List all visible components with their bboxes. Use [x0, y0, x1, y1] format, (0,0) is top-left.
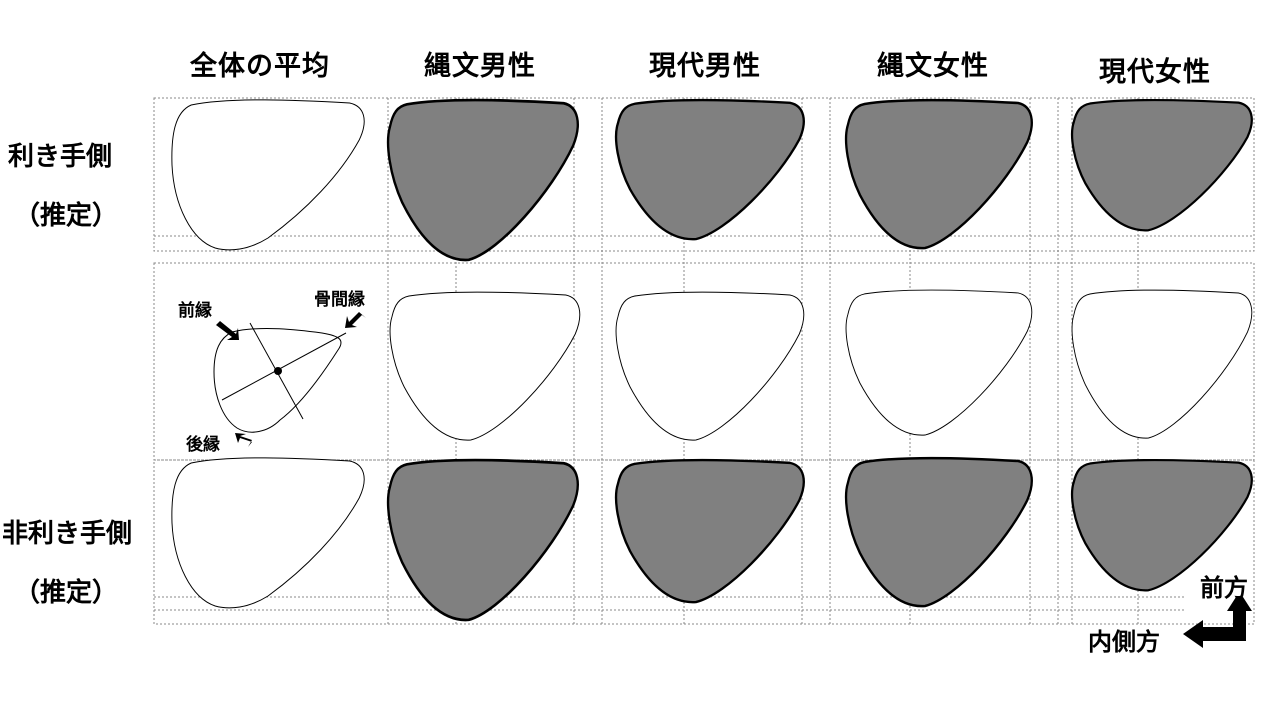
posterior-margin-arrow — [235, 433, 252, 447]
orientation-arrow — [1183, 597, 1252, 648]
shape-overall-average-dominant — [171, 99, 365, 251]
posterior-margin-label: 後縁 — [186, 435, 220, 455]
measurement-schematic — [213, 312, 366, 447]
outline-jomon-female — [845, 289, 1033, 436]
shape-modern-male-nondominant — [614, 458, 805, 604]
column-header-modern-male: 現代男性 — [649, 51, 761, 82]
outline-jomon-male — [389, 291, 581, 441]
interosseous-margin-label: 骨間縁 — [314, 290, 365, 310]
interosseous-margin-arrow — [345, 312, 366, 328]
row-label-dominant-estimated: （推定） — [14, 201, 119, 231]
anterior-margin-label: 前縁 — [178, 301, 212, 321]
shape-jomon-male-nondominant — [386, 458, 580, 622]
outline-modern-female — [1071, 289, 1253, 439]
row-label-nondominant-estimated: （推定） — [14, 578, 119, 608]
row-label-nondominant-side: 非利き手側 — [2, 519, 133, 549]
column-header-jomon-female: 縄文女性 — [877, 51, 989, 82]
shape-jomon-female-nondominant — [844, 456, 1034, 608]
medial-direction-label: 内側方 — [1088, 628, 1160, 656]
shape-overall-average-nondominant — [171, 457, 365, 609]
shape-jomon-female-dominant — [844, 98, 1034, 250]
column-header-jomon-male: 縄文男性 — [424, 51, 536, 82]
column-header-modern-female: 現代女性 — [1099, 57, 1211, 88]
anterior-direction-label: 前方 — [1200, 574, 1248, 602]
outline-modern-male — [615, 291, 805, 441]
shape-modern-male-dominant — [614, 98, 805, 241]
anterior-margin-arrow — [213, 321, 239, 340]
shape-modern-female-dominant — [1070, 98, 1253, 232]
row-label-dominant-side: 利き手側 — [8, 142, 113, 172]
column-header-overall-average: 全体の平均 — [190, 51, 330, 82]
shape-jomon-male-dominant — [386, 98, 580, 262]
